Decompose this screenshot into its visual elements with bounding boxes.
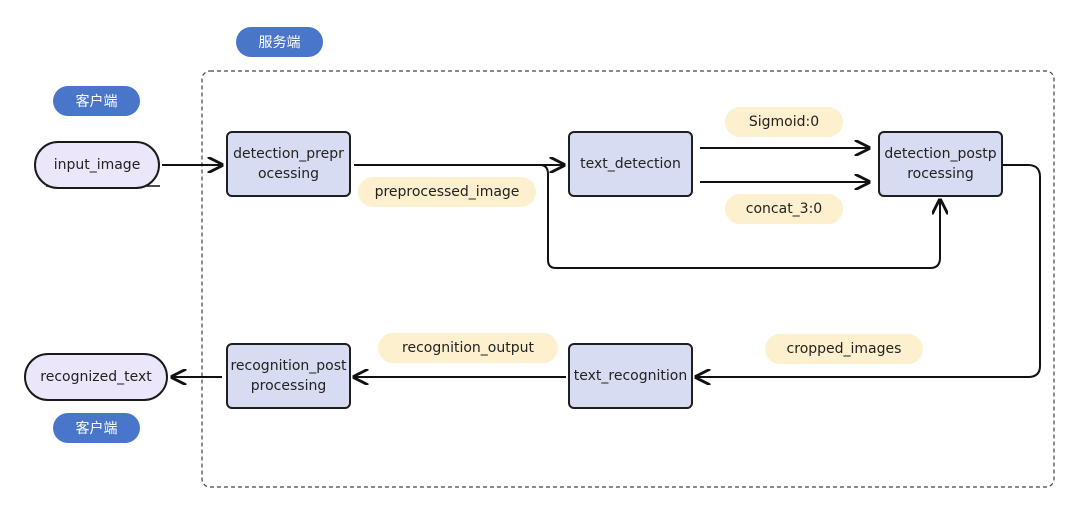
client-label-top: 客户端 — [53, 86, 140, 116]
text-detection-node: text_detection — [568, 131, 693, 197]
cropped-images-label: cropped_images — [765, 334, 923, 364]
recognition-postprocessing-node: recognition_postprocessing — [226, 343, 351, 409]
client-label-bottom: 客户端 — [53, 413, 140, 443]
text-recognition-node: text_recognition — [568, 343, 693, 409]
detection-postprocessing-node: detection_postprocessing — [878, 131, 1003, 197]
server-label: 服务端 — [236, 27, 323, 57]
sigmoid-label: Sigmoid:0 — [725, 107, 843, 137]
preprocessed-image-label: preprocessed_image — [358, 177, 536, 207]
concat-label: concat_3:0 — [725, 194, 843, 224]
recognized-text-node: recognized_text — [24, 353, 168, 401]
input-image-node: input_image — [34, 141, 160, 189]
edge-preprocessed-to-postprocessing — [539, 164, 940, 269]
detection-preprocessing-node: detection_preprocessing — [226, 131, 351, 197]
edge-postprocessing-to-recognition — [696, 164, 1041, 377]
recognition-output-label: recognition_output — [378, 333, 558, 363]
